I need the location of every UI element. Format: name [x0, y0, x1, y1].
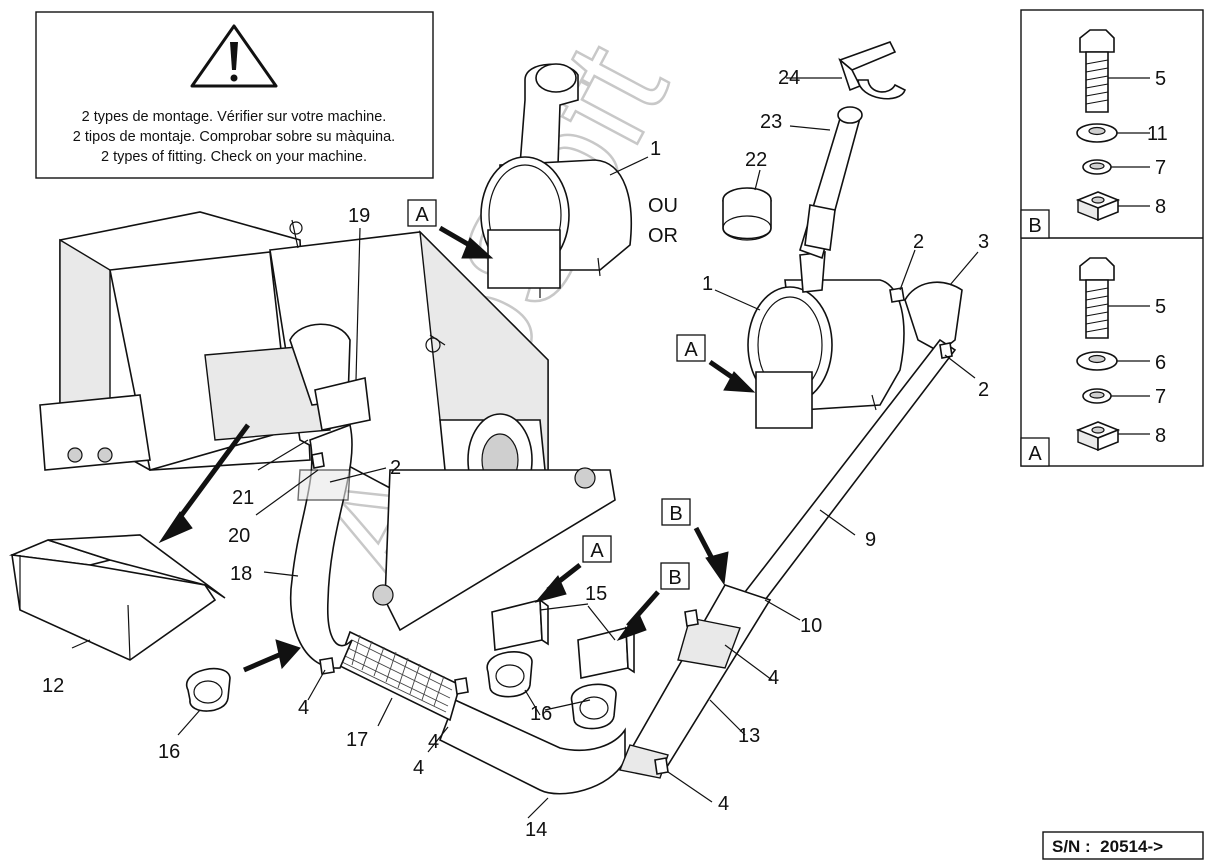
- detail-panel: 5 11 7 8 B: [1020, 9, 1204, 467]
- detail-b-item-8: 8: [1155, 196, 1166, 218]
- lock-washer-icon: [1082, 388, 1112, 404]
- detail-a-item-8: 8: [1155, 425, 1166, 447]
- marker-a-top: A: [415, 204, 429, 226]
- guard-plate: [8, 534, 226, 661]
- bracket-15-left: [491, 598, 549, 651]
- detail-a-item-6: 6: [1155, 352, 1166, 374]
- outlet-pipe-right: [799, 106, 863, 260]
- detail-b-item-11: 11: [1147, 123, 1168, 145]
- view-markers: A A A B B: [407, 199, 706, 590]
- bolt-icon: [1079, 257, 1115, 339]
- callout-4-d: 4: [768, 667, 779, 689]
- callout-22: 22: [745, 149, 767, 171]
- callout-2-c: 2: [390, 457, 401, 479]
- callouts: 1 1 2 2 2 3 4 4 4 4 4 9 10 12 13 14 15 1…: [42, 67, 989, 841]
- detail-b-item-5: 5: [1155, 68, 1166, 90]
- callout-15: 15: [585, 583, 607, 605]
- clamp-22: [722, 187, 772, 241]
- callout-4-a: 4: [298, 697, 309, 719]
- warning-triangle-icon: [190, 24, 278, 88]
- downpipe-18: [289, 423, 353, 669]
- leader-lines: [71, 77, 979, 819]
- assembly-arrows: [158, 225, 756, 673]
- callout-23: 23: [760, 111, 782, 133]
- flat-washer-icon: [1076, 123, 1118, 143]
- serial-number-box: S/N : 20514->: [1042, 831, 1204, 860]
- detail-b-marker: B: [1028, 215, 1041, 237]
- callout-16-middle: 16: [530, 703, 552, 725]
- callout-4-c: 4: [718, 793, 729, 815]
- serial-number: S/N : 20514->: [1052, 837, 1163, 856]
- callout-9: 9: [865, 529, 876, 551]
- callout-12: 12: [42, 675, 64, 697]
- callout-3: 3: [978, 231, 989, 253]
- callout-2-a: 2: [913, 231, 924, 253]
- callout-24: 24: [778, 67, 800, 89]
- muffler-right: [747, 251, 905, 429]
- clamp-16-right: [571, 683, 617, 730]
- detail-a: 5 6 7 8 A: [1020, 257, 1166, 467]
- callout-19: 19: [348, 205, 370, 227]
- callout-16-left: 16: [158, 741, 180, 763]
- pipe-clamps-4: [311, 287, 953, 775]
- callout-18: 18: [230, 563, 252, 585]
- callout-1-top: 1: [650, 138, 661, 160]
- clamp-16-left: [185, 667, 231, 712]
- clamp-16-middle: [486, 651, 533, 698]
- callout-4-b: 4: [413, 757, 424, 779]
- marker-b-pipe: B: [669, 503, 682, 525]
- marker-b-bracket: B: [668, 567, 681, 589]
- detail-a-item-7: 7: [1155, 386, 1166, 408]
- callout-10: 10: [800, 615, 822, 637]
- callout-21: 21: [232, 487, 254, 509]
- bolt-icon: [1079, 29, 1115, 113]
- warning-line-2: 2 tipos de montaje. Comprobar sobre su m…: [73, 129, 395, 145]
- callout-2-b: 2: [978, 379, 989, 401]
- muffler-top: [480, 63, 633, 298]
- flat-washer-icon: [1076, 351, 1118, 371]
- callout-20: 20: [228, 525, 250, 547]
- alt-text-or: OR: [648, 225, 678, 247]
- callout-13: 13: [738, 725, 760, 747]
- marker-a-bracket: A: [590, 540, 604, 562]
- callout-1-right: 1: [702, 273, 713, 295]
- warning-line-1: 2 types de montage. Vérifier sur votre m…: [82, 109, 387, 125]
- marker-a-right: A: [684, 339, 698, 361]
- callout-4-e: 4: [428, 731, 439, 753]
- warning-box: 2 types de montage. Vérifier sur votre m…: [35, 11, 434, 179]
- detail-a-item-5: 5: [1155, 296, 1166, 318]
- bracket-24: [838, 41, 906, 100]
- flex-hose-17: [337, 630, 461, 722]
- square-nut-icon: [1075, 421, 1121, 452]
- detail-b-item-7: 7: [1155, 157, 1166, 179]
- alt-text-ou: OU: [648, 195, 678, 217]
- lock-washer-icon: [1082, 159, 1112, 175]
- detail-a-marker: A: [1028, 443, 1042, 465]
- callout-17: 17: [346, 729, 368, 751]
- detail-b: 5 11 7 8 B: [1020, 29, 1168, 239]
- square-nut-icon: [1075, 191, 1121, 222]
- bracket-15-right: [577, 626, 635, 679]
- warning-line-3: 2 types of fitting. Check on your machin…: [101, 149, 367, 165]
- callout-14: 14: [525, 819, 547, 841]
- pipe-13-14: [438, 584, 772, 795]
